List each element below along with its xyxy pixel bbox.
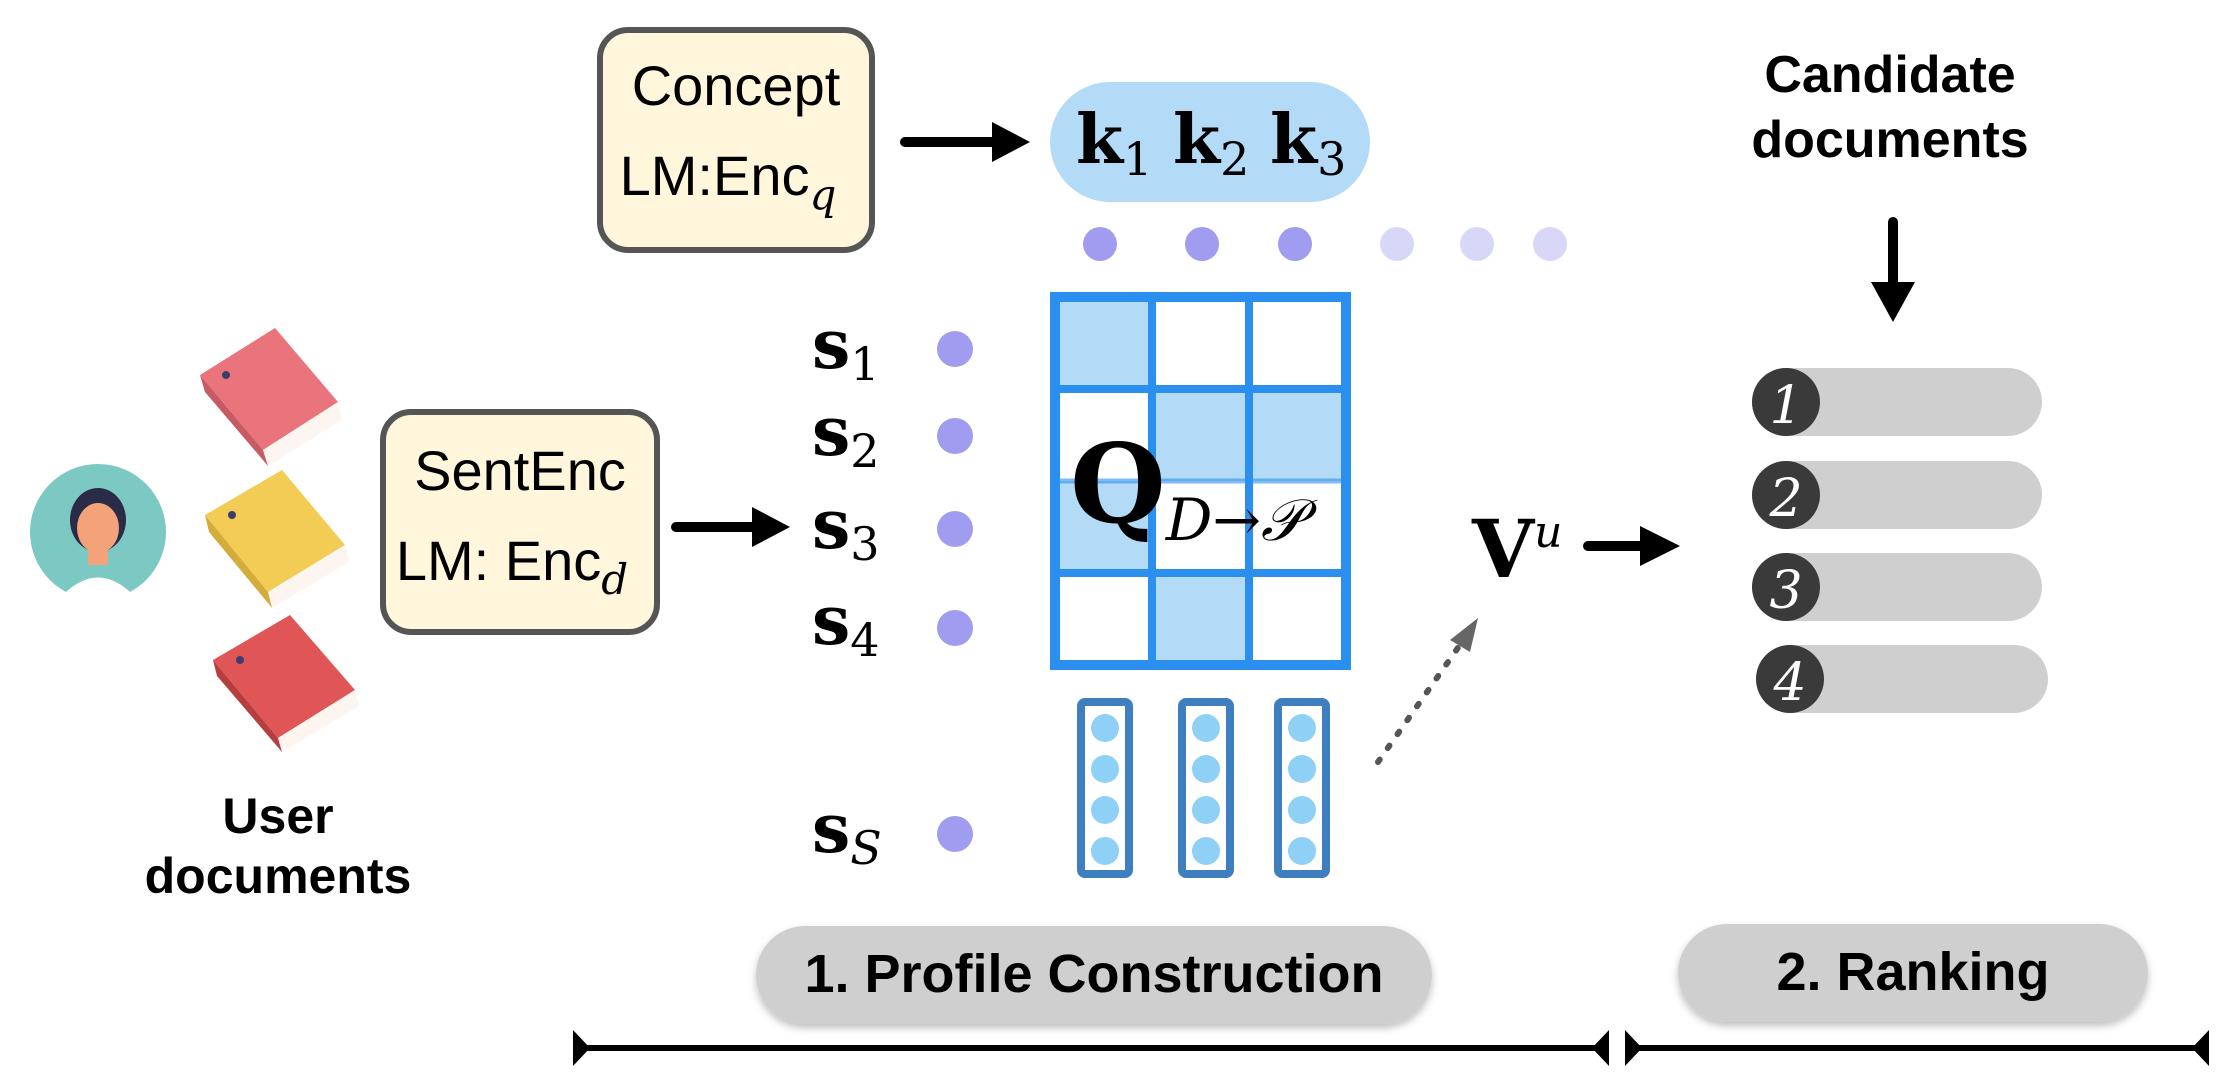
matrix-cell-filled	[1249, 389, 1346, 481]
profile-column	[1077, 698, 1133, 878]
sentence-dot	[937, 418, 973, 454]
timeline-ranking	[1625, 1030, 2209, 1066]
candidate-documents-label-line1: Candidate	[1764, 46, 2015, 104]
user-documents-label-line2: documents	[145, 848, 412, 904]
key-label-1: k1	[1076, 100, 1152, 186]
keys-pill	[1050, 82, 1370, 202]
sentence-encoder-line1: SentEnc	[414, 439, 626, 502]
profile-vector-label: Vu	[1471, 502, 1562, 596]
rank-number-1: 1	[1769, 376, 1802, 436]
sentence-dot	[937, 331, 973, 367]
sentence-label-2: s2	[812, 392, 880, 478]
sentence-dot	[937, 816, 973, 852]
rank-item: 2	[1752, 461, 2042, 529]
timeline-profile	[573, 1030, 1609, 1066]
book-icon-yellow	[205, 470, 349, 608]
key-dot	[1278, 227, 1312, 261]
stage-label-profile: 1. Profile Construction	[804, 944, 1383, 1004]
stage-label-ranking: 2. Ranking	[1776, 942, 2049, 1002]
keys-row: k1 k2 k3	[1076, 100, 1346, 186]
key-label-2: k2	[1173, 100, 1249, 186]
stage-pill-ranking: 2. Ranking	[1678, 924, 2148, 1022]
sentence-encoder-box: SentEnc LM: Encd	[380, 409, 660, 635]
key-dots	[1083, 227, 1567, 261]
user-avatar-icon	[30, 464, 166, 605]
matrix-cell-filled	[1055, 297, 1152, 389]
book-icon-pink	[200, 328, 342, 466]
matrix-label: QD→𝒫	[1070, 419, 1318, 554]
sentence-encoder-line2: LM: Encd	[396, 529, 628, 604]
candidate-documents-label-line2: documents	[1751, 111, 2028, 169]
arrow-candidates-down	[1871, 217, 1915, 322]
sentence-list: s1 s2 s3 s4 sS	[812, 305, 973, 875]
rank-item: 3	[1752, 553, 2042, 621]
sentence-label-1: s1	[812, 305, 880, 391]
key-dot	[1083, 227, 1117, 261]
arrow-profile-to-ranking	[1583, 526, 1680, 566]
profile-column	[1178, 698, 1234, 878]
rank-number-2: 2	[1768, 469, 1802, 529]
key-dot-faded	[1460, 227, 1494, 261]
arrow-concept-to-keys	[900, 122, 1030, 162]
book-icon-red	[213, 615, 359, 752]
matrix-cell-filled	[1152, 573, 1249, 665]
key-dot-faded	[1380, 227, 1414, 261]
concept-encoder-box: Concept LM:Encq	[597, 27, 875, 253]
sentence-label-3: s3	[812, 485, 880, 571]
matrix-cell-filled	[1055, 481, 1152, 573]
arrow-sentence-encoder-to-sentences	[671, 507, 790, 547]
key-dot-faded	[1533, 227, 1567, 261]
sentence-dot	[937, 610, 973, 646]
ranking-list: 1 2 3 4	[1752, 368, 2048, 713]
profile-column	[1274, 698, 1330, 878]
rank-number-4: 4	[1772, 653, 1806, 713]
profile-columns	[1077, 698, 1330, 878]
rank-item: 1	[1752, 368, 2042, 436]
concept-encoder-line1: Concept	[632, 54, 841, 117]
sentence-label-4: s4	[812, 581, 880, 667]
rank-number-3: 3	[1769, 561, 1802, 621]
key-dot	[1185, 227, 1219, 261]
stage-pill-profile: 1. Profile Construction	[756, 926, 1432, 1024]
concept-encoder-line2: LM:Encq	[620, 144, 837, 219]
sentence-label-S: sS	[812, 789, 882, 875]
sentence-dot	[937, 511, 973, 547]
key-label-3: k3	[1270, 100, 1346, 186]
rank-item: 4	[1756, 645, 2048, 713]
assignment-matrix: QD→𝒫	[1050, 292, 1351, 670]
dotted-arrow-to-profile	[1375, 618, 1478, 765]
user-documents-label-line1: User	[222, 788, 333, 844]
matrix-cell-filled	[1152, 389, 1249, 481]
